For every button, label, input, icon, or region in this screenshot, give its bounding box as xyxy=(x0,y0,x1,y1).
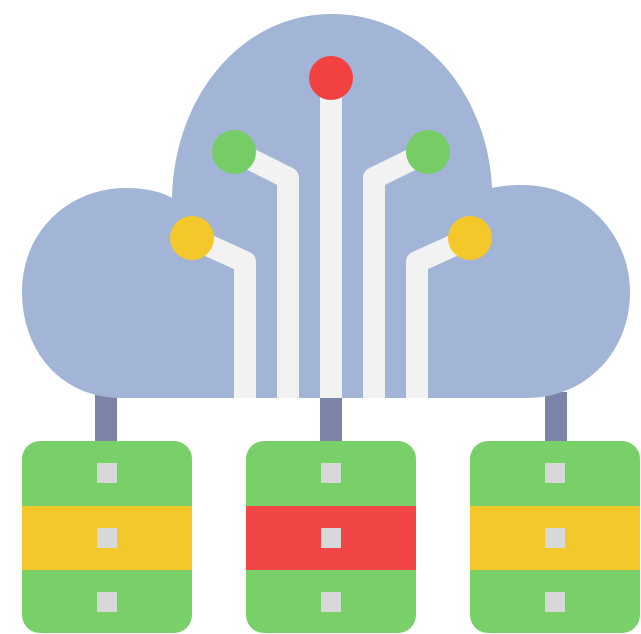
connector-center xyxy=(320,392,342,444)
server-left-port-middle xyxy=(97,528,117,548)
led-green-left-icon xyxy=(212,130,256,174)
server-center-icon xyxy=(246,441,416,633)
server-right-icon xyxy=(470,441,640,633)
servers xyxy=(22,441,640,633)
server-center-port-bottom xyxy=(321,592,341,612)
led-group xyxy=(170,56,492,260)
connector-group xyxy=(95,392,567,444)
led-yellow-right-icon xyxy=(448,216,492,260)
server-left-port-top xyxy=(97,463,117,483)
server-right-port-top xyxy=(545,463,565,483)
server-right-port-bottom xyxy=(545,592,565,612)
server-right-port-middle xyxy=(545,528,565,548)
led-green-right-icon xyxy=(406,130,450,174)
server-center-port-top xyxy=(321,463,341,483)
server-center-port-middle xyxy=(321,528,341,548)
led-yellow-left-icon xyxy=(170,216,214,260)
connector-left xyxy=(95,392,117,444)
server-left-port-bottom xyxy=(97,592,117,612)
server-left-icon xyxy=(22,441,192,633)
led-red-icon xyxy=(309,56,353,100)
connector-right xyxy=(545,392,567,444)
